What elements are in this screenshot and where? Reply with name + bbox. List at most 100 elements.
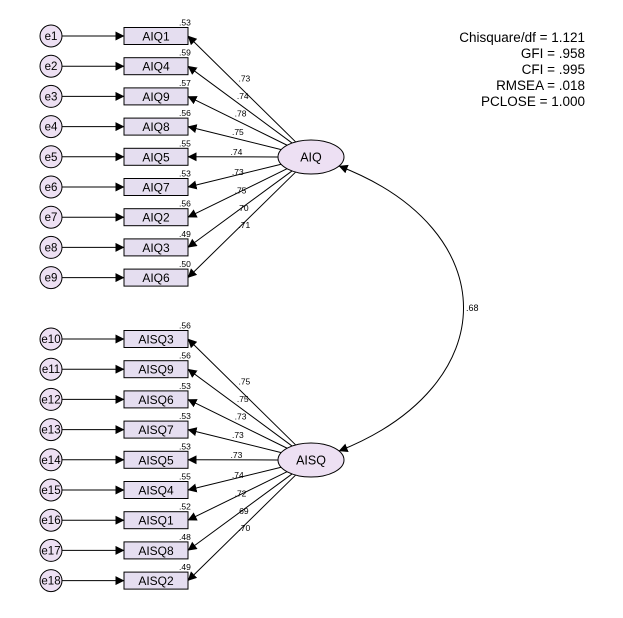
factor-loading-arrow bbox=[187, 35, 297, 143]
loading-label: .71 bbox=[238, 220, 250, 230]
indicator-box bbox=[123, 360, 189, 379]
covariance-double-arrow bbox=[338, 164, 464, 453]
error-term-circle bbox=[39, 54, 63, 78]
latent-variable-label: AIQ bbox=[300, 151, 322, 165]
error-term-circle bbox=[39, 266, 63, 290]
error-term-label: e7 bbox=[45, 212, 58, 224]
loading-label: .70 bbox=[238, 523, 250, 533]
factor-loading-arrow bbox=[187, 427, 282, 454]
error-term-circle bbox=[39, 24, 63, 48]
indicator-label: AISQ8 bbox=[138, 544, 174, 558]
error-term-circle bbox=[39, 538, 63, 562]
factor-loading-arrow bbox=[187, 338, 297, 446]
error-term-circle bbox=[39, 205, 63, 229]
error-term-circle bbox=[39, 115, 63, 139]
error-term-circle bbox=[39, 387, 63, 411]
factor-loading-arrow bbox=[187, 95, 288, 146]
indicator-label: AIQ1 bbox=[142, 30, 170, 44]
loading-label: .74 bbox=[237, 91, 249, 101]
indicator-label: AIQ7 bbox=[142, 181, 170, 195]
error-term-label: e6 bbox=[45, 182, 58, 194]
error-term-label: e18 bbox=[41, 576, 60, 588]
factor-loading-arrow bbox=[187, 368, 293, 447]
error-term-circle bbox=[39, 478, 63, 502]
indicator-box bbox=[123, 147, 189, 166]
factor-loading-arrow bbox=[187, 170, 293, 248]
factor-loading-arrow bbox=[187, 168, 288, 218]
indicator-box bbox=[123, 208, 189, 227]
indicator-box bbox=[123, 117, 189, 136]
error-term-label: e14 bbox=[41, 455, 61, 467]
r-squared-label: .53 bbox=[179, 441, 191, 451]
loading-label: .78 bbox=[235, 108, 247, 118]
factor-loading-arrow bbox=[187, 171, 297, 278]
factor-loading-arrow bbox=[187, 163, 282, 190]
error-term-label: e16 bbox=[41, 515, 60, 527]
r-squared-label: .48 bbox=[179, 532, 191, 542]
fit-stat-pclose: PCLOSE = 1.000 bbox=[481, 94, 585, 109]
indicator-label: AIQ6 bbox=[142, 271, 170, 285]
error-term-label: e17 bbox=[41, 545, 60, 557]
factor-loading-arrow bbox=[187, 474, 297, 581]
indicator-box bbox=[123, 178, 189, 196]
factor-loading-arrow bbox=[187, 466, 282, 493]
indicator-box bbox=[123, 541, 189, 560]
error-term-label: e12 bbox=[41, 394, 60, 406]
error-term-label: e10 bbox=[41, 334, 60, 346]
indicator-box bbox=[123, 87, 189, 106]
error-term-circle bbox=[39, 145, 63, 169]
loading-label: .72 bbox=[235, 488, 247, 498]
r-squared-label: .55 bbox=[179, 138, 191, 148]
loading-label: .73 bbox=[235, 411, 247, 421]
error-term-circle bbox=[39, 418, 63, 442]
loading-label: .69 bbox=[237, 506, 249, 516]
indicator-label: AISQ4 bbox=[138, 484, 174, 498]
loading-label: .74 bbox=[232, 470, 244, 480]
covariance-label: .68 bbox=[466, 303, 479, 313]
r-squared-label: .56 bbox=[179, 351, 191, 361]
r-squared-label: .55 bbox=[179, 472, 191, 482]
indicator-box bbox=[123, 450, 189, 469]
loading-label: .75 bbox=[237, 394, 249, 404]
indicator-label: AIQ2 bbox=[142, 211, 170, 225]
loading-label: .73 bbox=[232, 167, 244, 177]
r-squared-label: .53 bbox=[179, 18, 191, 28]
factor-loading-arrow bbox=[187, 473, 293, 551]
error-term-circle bbox=[39, 235, 63, 259]
r-squared-label: .53 bbox=[179, 381, 191, 391]
loading-label: .75 bbox=[232, 127, 244, 137]
latent-variable-ellipse bbox=[277, 442, 345, 478]
indicator-label: AIQ8 bbox=[142, 120, 170, 134]
r-squared-label: .57 bbox=[179, 78, 191, 88]
error-term-label: e11 bbox=[42, 364, 60, 376]
error-term-label: e9 bbox=[45, 273, 58, 285]
fit-stat-cfi: CFI = .995 bbox=[521, 62, 585, 77]
indicator-box bbox=[123, 420, 189, 439]
indicator-box bbox=[123, 57, 189, 76]
indicator-label: AIQ5 bbox=[142, 150, 170, 164]
model-fit-statistics: Chisquare/df = 1.121 GFI = .958 CFI = .9… bbox=[459, 30, 585, 110]
error-term-circle bbox=[39, 84, 63, 108]
indicator-box bbox=[123, 481, 189, 499]
error-term-label: e1 bbox=[45, 31, 58, 43]
error-term-label: e4 bbox=[45, 122, 58, 134]
factor-loading-arrow bbox=[187, 124, 282, 151]
indicator-box bbox=[123, 330, 189, 348]
indicator-box bbox=[123, 238, 189, 257]
indicator-label: AISQ5 bbox=[138, 453, 174, 467]
indicator-box bbox=[123, 511, 189, 530]
error-term-label: e2 bbox=[45, 61, 58, 73]
factor-loading-arrow bbox=[187, 65, 293, 144]
error-term-circle bbox=[39, 175, 63, 199]
loading-label: .74 bbox=[231, 147, 243, 157]
error-term-circle bbox=[39, 448, 63, 472]
loading-label: .75 bbox=[235, 185, 247, 195]
error-term-label: e5 bbox=[45, 152, 58, 164]
r-squared-label: .49 bbox=[179, 229, 191, 239]
fit-stat-gfi: GFI = .958 bbox=[520, 46, 585, 61]
factor-loading-arrow bbox=[187, 471, 288, 521]
indicator-label: AIQ3 bbox=[142, 241, 170, 255]
r-squared-label: .56 bbox=[179, 321, 191, 331]
indicator-label: AISQ1 bbox=[138, 514, 174, 528]
